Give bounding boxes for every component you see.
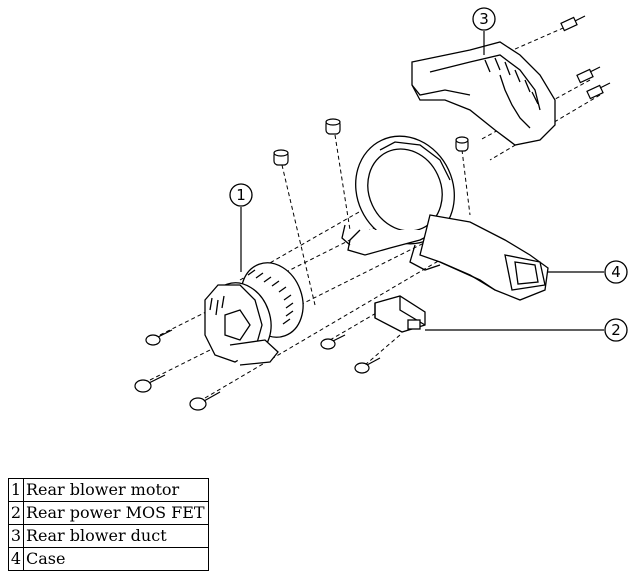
rear-blower-motor: [204, 262, 304, 366]
exploded-parts-diagram: 1 3 4 2: [134, 7, 628, 411]
case: [341, 135, 549, 301]
rear-blower-duct: [411, 41, 556, 146]
legend-row-number: 2: [8, 501, 24, 525]
leader-lines: [240, 31, 604, 331]
legend-row: 4 Case: [8, 547, 209, 571]
rear-power-mos-fet: [374, 295, 426, 333]
callout-4-label: 4: [611, 263, 621, 281]
legend-row-number: 1: [8, 478, 24, 502]
parts-legend-table: 1 Rear blower motor 2 Rear power MOS FET…: [8, 478, 209, 571]
callout-2-label: 2: [611, 321, 621, 339]
screws-top-right: [560, 15, 611, 100]
callout-3-label: 3: [479, 10, 489, 28]
legend-row: 1 Rear blower motor: [8, 478, 209, 502]
screws-left: [134, 329, 381, 411]
legend-row-name: Rear blower duct: [23, 524, 209, 548]
legend-row-name: Rear blower motor: [23, 478, 209, 502]
legend-row: 2 Rear power MOS FET: [8, 501, 209, 525]
legend-row: 3 Rear blower duct: [8, 524, 209, 548]
callout-4: 4: [604, 260, 628, 284]
legend-row-name: Rear power MOS FET: [23, 501, 209, 525]
callout-1-label: 1: [236, 186, 246, 204]
legend-row-number: 4: [8, 547, 24, 571]
grommets: [273, 118, 469, 166]
callout-1: 1: [229, 183, 253, 207]
legend-row-number: 3: [8, 524, 24, 548]
callout-3: 3: [472, 7, 496, 31]
legend-row-name: Case: [23, 547, 209, 571]
callout-2: 2: [604, 318, 628, 342]
